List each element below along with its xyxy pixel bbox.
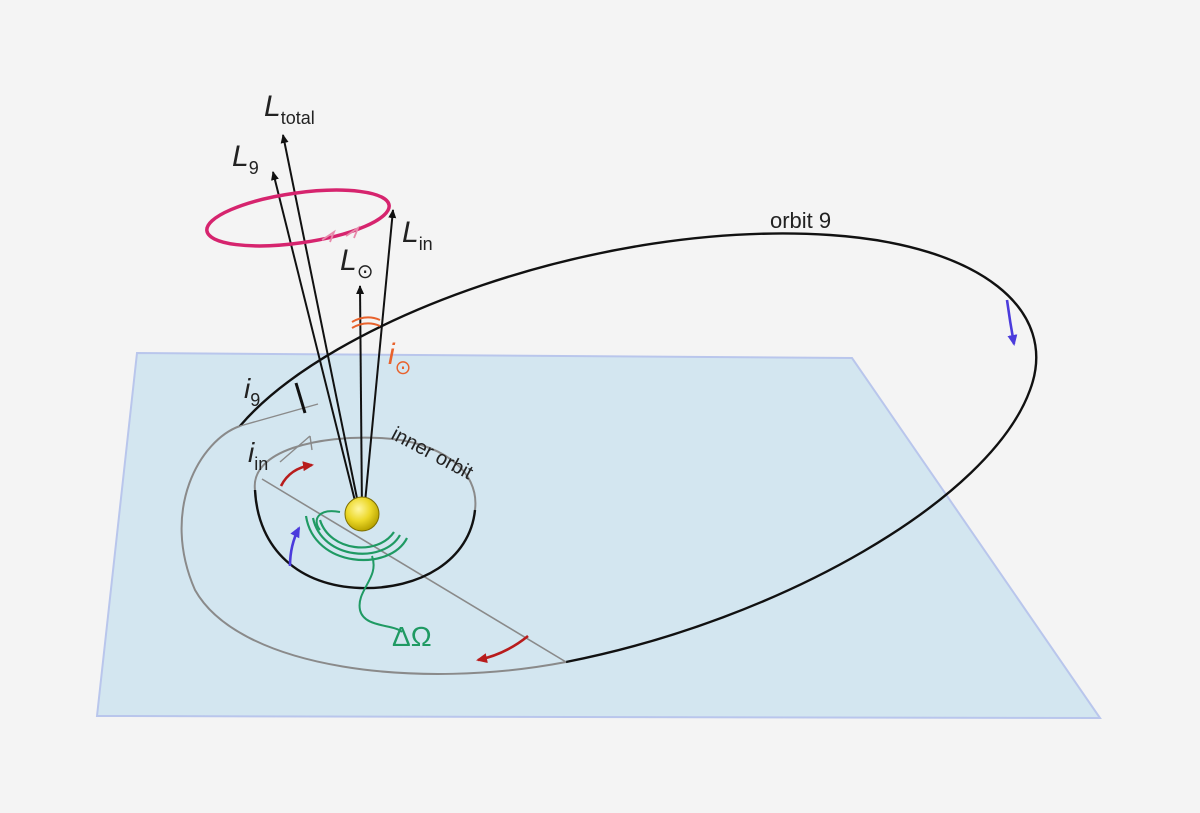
iin-reference-line	[279, 435, 311, 463]
isun-angle-arc-1	[351, 316, 381, 323]
isun-angle-arc-2	[351, 322, 381, 329]
label-iin: iin	[248, 437, 268, 474]
i9-angle-mark	[294, 382, 307, 414]
inner-orbit-red-arrow	[279, 461, 314, 487]
i9-reference-line	[239, 403, 319, 427]
label-lin: Lin	[402, 216, 433, 254]
inner-orbit-upper	[253, 489, 477, 590]
label-lsun: L⊙	[340, 244, 373, 283]
label-orbit9: orbit 9	[770, 208, 831, 233]
reference-plane	[95, 351, 1102, 720]
l9-vector	[271, 171, 359, 514]
precession-ellipse	[205, 188, 391, 248]
line-of-nodes	[261, 478, 567, 663]
lin-vector	[363, 209, 397, 514]
precession-arrow-1	[321, 229, 336, 243]
delta-omega-arc-4	[315, 510, 341, 531]
label-delta-omega: ΔΩ	[392, 621, 432, 652]
sun	[344, 496, 380, 532]
label-isun: i⊙	[388, 338, 411, 379]
precession-arrow-2	[345, 225, 360, 239]
label-i9: i9	[244, 373, 260, 410]
l-total-vector	[280, 134, 361, 514]
delta-omega-arc-3	[304, 515, 408, 561]
delta-omega-arc-1	[318, 519, 395, 549]
inner-orbit-blue-arrow	[288, 526, 301, 567]
delta-omega-arc-2	[311, 517, 401, 555]
label-l-total: Ltotal	[264, 90, 315, 128]
orbit9-red-arrow	[476, 634, 529, 664]
delta-omega-leader	[358, 555, 403, 633]
orbit9-upper-segment	[239, 232, 1038, 664]
orbit9-blue-arrow	[1005, 299, 1018, 346]
label-l9: L9	[232, 140, 259, 178]
inner-orbit-lower	[253, 436, 477, 511]
orbit9-lower-segment	[180, 425, 567, 675]
